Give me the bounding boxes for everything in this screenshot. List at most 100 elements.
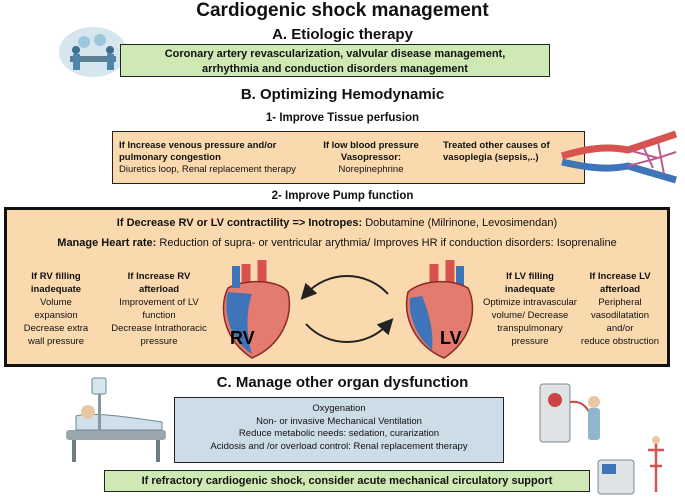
arrow-to-rv-icon <box>300 275 389 300</box>
lv-label: LV <box>440 328 462 348</box>
lv-afterload-heading-2: afterload <box>599 284 641 295</box>
nurse-head-icon <box>588 396 600 408</box>
mechanical-support-box: If refractory cardiogenic shock, conside… <box>104 470 590 492</box>
lv-filling-column: If LV filling inadequate Optimize intrav… <box>480 270 580 348</box>
rv-filling-heading-2: inadequate <box>30 284 82 295</box>
surgeon-body <box>73 54 80 70</box>
heart-rate-text: Reduction of supra- or ventricular aryth… <box>159 237 617 249</box>
organ-dysfunction-box: Oxygenation Non- or invasive Mechanical … <box>174 397 504 463</box>
interdependence-arrows <box>300 275 394 343</box>
patient-bed-illustration <box>66 377 166 462</box>
patient-head-icon <box>81 405 95 419</box>
rv-afterload-heading-2: afterload <box>138 284 180 295</box>
etiologic-therapy-box: Coronary artery revascularization, valvu… <box>120 44 550 77</box>
organ-line-oxygenation: Oxygenation <box>312 403 366 414</box>
pump-icon <box>548 393 562 407</box>
heart-rate-line: Manage Heart rate: Reduction of supra- o… <box>4 237 670 249</box>
inotropes-condition: If Decrease RV or LV contractility => In… <box>116 217 363 229</box>
surgery-backdrop <box>59 27 127 77</box>
organ-line-acidosis: Acidosis and /or overload control: Renal… <box>210 440 468 452</box>
lv-afterload-heading: If Increase LV <box>589 271 651 282</box>
rv-filling-text: expansion <box>34 310 78 321</box>
iv-pole <box>98 378 101 430</box>
right-heart-illustration: RV <box>222 260 290 359</box>
venous-pressure-cell: If Increase venous pressure and/or pulmo… <box>119 140 319 176</box>
rv-filling-text: Volume <box>40 297 72 308</box>
organ-line-ventilation: Non- or invasive Mechanical Ventilation <box>256 415 422 427</box>
tissue-perfusion-box: If Increase venous pressure and/or pulmo… <box>112 131 585 184</box>
surgery-illustration <box>59 27 127 77</box>
venous-pressure-condition: If Increase venous pressure and/or <box>119 140 277 151</box>
surgery-lamp-icon <box>78 36 90 48</box>
venous-pressure-treatment: Diuretics loop, Renal replacement therap… <box>119 164 296 175</box>
surgeon-icon <box>106 46 114 54</box>
vascular-tree-icon <box>648 440 664 492</box>
rv-afterload-heading: If Increase RV <box>127 271 191 282</box>
vasopressor-label: Vasopressor: <box>340 152 402 163</box>
rv-filling-heading: If RV filling <box>31 271 81 282</box>
bed-frame <box>66 430 166 440</box>
blanket <box>75 413 163 431</box>
lv-afterload-text: vasodilatation <box>590 310 650 321</box>
lv-afterload-column: If Increase LV afterload Peripheral vaso… <box>574 270 666 348</box>
lv-afterload-text: and/or <box>606 323 634 334</box>
lv-filling-heading: If LV filling <box>506 271 554 282</box>
inotropes-drugs: Dobutamine (Milrinone, Levosimendan) <box>365 217 558 229</box>
page-title: Cardiogenic shock management <box>196 0 489 21</box>
bed-leg <box>72 440 76 462</box>
body-head-icon <box>652 436 660 444</box>
rv-filling-text: wall pressure <box>28 336 84 347</box>
surgeon-body <box>107 54 114 70</box>
rv-afterload-text: function <box>142 310 176 321</box>
bed-leg <box>156 440 160 462</box>
circulatory-support-illustration <box>597 436 664 495</box>
blood-vessels-illustration <box>560 130 678 184</box>
operating-table <box>70 56 116 62</box>
rv-afterload-text: Improvement of LV <box>119 297 199 308</box>
lv-afterload-text: reduce obstruction <box>580 336 660 347</box>
etiologic-line-2: arrhythmia and conduction disorders mana… <box>202 63 468 75</box>
dialysis-illustration <box>539 383 600 443</box>
console-screen <box>602 464 616 474</box>
right-ventricle-icon <box>409 296 433 350</box>
vasoplegia-line-2: vasoplegia (sepsis,..) <box>443 152 539 163</box>
surgery-lamp-icon <box>94 34 106 46</box>
vasopressor-drug: Norepinephrine <box>338 164 404 175</box>
rv-filling-column: If RV filling inadequate Volume expansio… <box>12 270 100 348</box>
left-heart-illustration: LV <box>406 260 474 359</box>
lv-filling-text: transpulmonary <box>497 323 563 334</box>
section-a-heading: A. Etiologic therapy <box>272 26 413 43</box>
heart-rate-label: Manage Heart rate: <box>57 237 157 249</box>
low-bp-condition: If low blood pressure <box>323 140 419 151</box>
section-b-heading: B. Optimizing Hemodynamic <box>240 86 445 103</box>
lv-filling-text: pressure <box>511 336 549 347</box>
surgeon-icon <box>72 46 80 54</box>
rv-label: RV <box>230 328 255 348</box>
low-bp-cell: If low blood pressure Vasopressor: Norep… <box>316 140 426 176</box>
venous-pressure-condition-2: pulmonary congestion <box>119 152 221 163</box>
section-c-heading: C. Manage other organ dysfunction <box>216 374 469 391</box>
vasoplegia-line-1: Treated other causes of <box>443 140 550 151</box>
tissue-perfusion-heading: 1- Improve Tissue perfusion <box>265 112 420 124</box>
right-ventricle-icon <box>226 292 252 354</box>
inotropes-line: If Decrease RV or LV contractility => In… <box>4 217 670 229</box>
pump-function-heading: 2- Improve Pump function <box>271 190 414 202</box>
arrow-to-lv-icon <box>305 318 394 343</box>
lv-filling-heading-2: inadequate <box>504 284 556 295</box>
rv-afterload-text: Decrease Intrathoracic <box>111 323 207 334</box>
etiologic-line-1: Coronary artery revascularization, valvu… <box>164 48 506 60</box>
rv-afterload-column: If Increase RV afterload Improvement of … <box>104 270 214 348</box>
vein-icon <box>561 158 677 184</box>
vasoplegia-cell: Treated other causes of vasoplegia (seps… <box>443 140 573 164</box>
lv-filling-text: volume/ Decrease <box>491 310 569 321</box>
artery-icon <box>560 130 678 160</box>
rv-afterload-text: pressure <box>140 336 178 347</box>
iv-bag-icon <box>91 377 107 395</box>
organ-line-metabolic: Reduce metabolic needs: sedation, curari… <box>238 428 440 439</box>
rv-filling-text: Decrease extra <box>23 323 89 334</box>
capillaries-icon <box>627 141 677 175</box>
lv-afterload-text: Peripheral <box>598 297 642 308</box>
nurse-body <box>588 408 600 440</box>
lv-filling-text: Optimize intravascular <box>483 297 577 308</box>
dialysis-machine-icon <box>539 383 571 443</box>
